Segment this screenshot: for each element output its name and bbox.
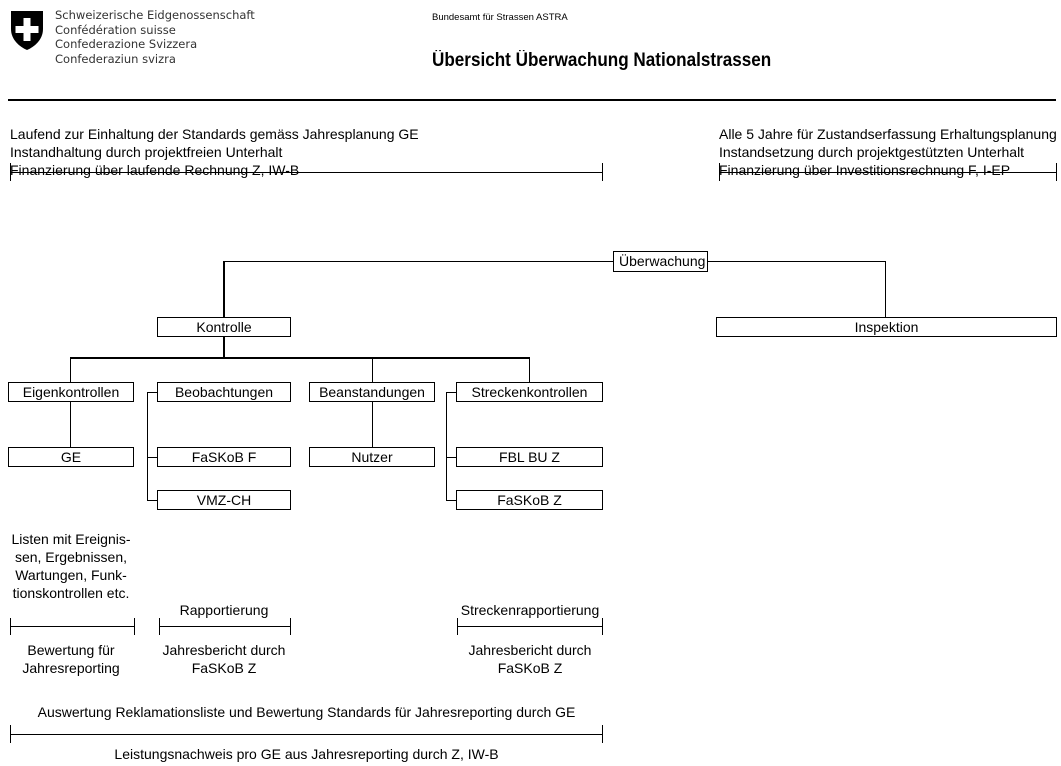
note-line: Bewertung für <box>27 642 115 658</box>
note-line: Jahresbericht durch <box>162 642 286 658</box>
range-tick <box>10 618 11 635</box>
right-info-line: Alle 5 Jahre für Zustandserfassung Erhal… <box>719 126 1057 142</box>
jahresbericht-note: Jahresbericht durch FaSKoB Z <box>146 641 302 677</box>
confederation-it: Confederazione Svizzera <box>55 37 198 51</box>
eigen-to-ge <box>70 401 71 448</box>
node-beanstandungen: Beanstandungen <box>309 382 435 402</box>
note-line: FaSKoB Z <box>191 660 257 676</box>
strecken-bracket <box>446 392 447 501</box>
strecken-bracket-top <box>446 392 456 393</box>
bewertung-note: Bewertung für Jahresreporting <box>4 641 138 677</box>
node-inspektion: Inspektion <box>716 317 1057 337</box>
note-line: Listen mit Ereignis- <box>11 531 131 547</box>
header-divider <box>8 99 1056 101</box>
node-faskob-f: FaSKoB F <box>157 447 291 467</box>
confederation-fr: Confédération suisse <box>55 22 176 37</box>
rapport-range-line <box>159 626 291 627</box>
streckenrapportierung-note: Streckenrapportierung <box>460 602 600 618</box>
node-vmz-ch: VMZ-CH <box>157 490 291 510</box>
strecken-bracket-mid <box>446 457 456 458</box>
leistungsnachweis-note: Leistungsnachweis pro GE aus Jahresrepor… <box>114 746 499 762</box>
node-beobachtungen: Beobachtungen <box>157 382 291 402</box>
page-title: Übersicht Überwachung Nationalstrassen <box>432 50 772 71</box>
range-tick <box>602 618 603 635</box>
jahresbericht-note: Jahresbericht durch FaSKoB Z <box>452 641 608 677</box>
right-info: Alle 5 Jahre für Zustandserfassung Erhal… <box>719 125 1057 179</box>
node-ge: GE <box>8 447 134 467</box>
strecken-bracket-bottom <box>446 500 456 501</box>
note-line: FaSKoB Z <box>497 660 563 676</box>
office-name: Bundesamt für Strassen ASTRA <box>432 12 568 23</box>
beob-bracket <box>147 392 148 501</box>
confederation-rm: Confederaziun svizra <box>55 51 176 66</box>
range-tick <box>10 725 11 743</box>
swiss-coat-of-arms-icon <box>11 11 43 50</box>
left-range-tick <box>10 163 11 181</box>
confederation-de: Schweizerische Eidgenossenschaft <box>55 8 255 22</box>
beob-bracket-mid <box>147 457 157 458</box>
eigen-range-line <box>10 626 135 627</box>
branch-beanst <box>372 357 373 382</box>
auswertung-range-line <box>10 734 603 735</box>
range-tick <box>159 618 160 635</box>
node-ueberwachung: Überwachung <box>613 251 708 272</box>
left-range-tick <box>602 163 603 181</box>
confederation-names: Schweizerische Eidgenossenschaft Confédé… <box>55 8 255 66</box>
left-info-line: Instandhaltung durch projektfreien Unter… <box>10 144 283 160</box>
left-range-line <box>10 172 603 173</box>
note-line: Jahresreporting <box>22 660 120 676</box>
right-range-tick <box>719 163 720 181</box>
right-range-line <box>719 172 1057 173</box>
note-line: tionskontrollen etc. <box>12 585 130 601</box>
node-fbl-bu-z: FBL BU Z <box>456 447 603 467</box>
node-kontrolle: Kontrolle <box>157 317 291 337</box>
root-to-inspektion <box>885 261 886 318</box>
right-info-line: Finanzierung über Investitionsrechnung F… <box>719 162 1011 178</box>
strecken-range-line <box>457 626 603 627</box>
range-tick <box>290 618 291 635</box>
range-tick <box>134 618 135 635</box>
range-tick <box>457 618 458 635</box>
kontrolle-down <box>223 336 225 359</box>
range-tick <box>602 725 603 743</box>
left-info-line: Finanzierung über laufende Rechnung Z, I… <box>10 162 300 178</box>
beob-bracket-top <box>147 392 157 393</box>
note-line: Wartungen, Funk- <box>15 567 127 583</box>
right-info-line: Instandsetzung durch projektgestützten U… <box>719 144 1025 160</box>
left-info: Laufend zur Einhaltung der Standards gem… <box>10 125 419 179</box>
note-line: sen, Ergebnissen, <box>14 549 128 565</box>
eigen-list-note: Listen mit Ereignis- sen, Ergebnissen, W… <box>4 530 138 602</box>
right-range-tick <box>1056 163 1057 181</box>
note-line: Jahresbericht durch <box>468 642 592 658</box>
node-nutzer: Nutzer <box>309 447 435 467</box>
rapportierung-note: Rapportierung <box>179 602 269 618</box>
root-to-kontrolle <box>223 261 225 318</box>
node-eigenkontrollen: Eigenkontrollen <box>8 382 134 402</box>
root-connector <box>224 261 886 262</box>
kontrolle-branch <box>70 357 530 359</box>
left-info-line: Laufend zur Einhaltung der Standards gem… <box>10 126 419 142</box>
beob-bracket-bottom <box>147 500 157 501</box>
branch-strecken <box>529 357 530 382</box>
node-streckenkontrollen: Streckenkontrollen <box>456 382 603 402</box>
beanst-to-nutzer <box>372 401 373 448</box>
branch-eigen <box>70 357 71 382</box>
auswertung-note: Auswertung Reklamationsliste und Bewertu… <box>37 704 576 720</box>
node-faskob-z: FaSKoB Z <box>456 490 603 510</box>
